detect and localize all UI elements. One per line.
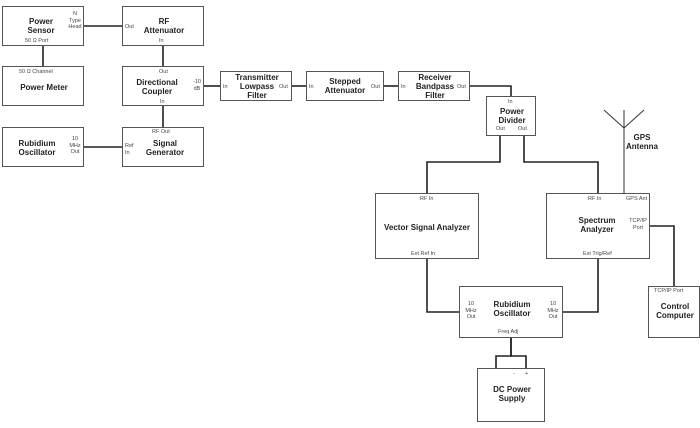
power-divider-out-left-label: Out — [496, 126, 505, 132]
power-meter-channel-label: 50 Ω Channel — [19, 69, 53, 75]
vsa-ext-ref-in-label: Ext Ref In — [411, 251, 436, 257]
power-sensor-port-label: 50 Ω Port — [25, 38, 49, 44]
dc-power-supply-minus-label: - — [513, 371, 515, 377]
directional-coupler-out-label: Out — [159, 69, 168, 75]
spectrum-analyzer-rf-in-label: RF In — [588, 196, 602, 202]
gps-antenna-icon — [603, 109, 645, 194]
power-meter-title: Power Meter — [20, 83, 68, 92]
rx-filter-out-label: Out — [457, 84, 466, 90]
wire-rubidium-to-dc-plus — [510, 338, 527, 368]
tx-filter-out-label: Out — [279, 84, 288, 90]
directional-coupler-in-label: In — [160, 99, 165, 105]
rf-attenuator-out-label: Out — [125, 24, 134, 30]
vector-signal-analyzer-block: RF In Vector Signal Analyzer Ext Ref In — [375, 193, 479, 259]
spectrum-analyzer-gps-ant-label: GPS Ant — [626, 196, 648, 202]
wire-spectrum-to-computer — [650, 225, 675, 286]
power-divider-out-right-label: Out — [518, 126, 527, 132]
stepped-attenuator-out-label: Out — [371, 84, 380, 90]
power-meter-block: 50 Ω Channel Power Meter — [2, 66, 84, 106]
power-divider-in-label: In — [508, 99, 513, 105]
signal-generator-rf-out-label: RF Out — [152, 129, 170, 135]
vsa-rf-in-label: RF In — [420, 196, 434, 202]
rf-attenuator-in-label: In — [159, 38, 164, 44]
rx-filter-in-label: In — [401, 84, 406, 90]
dc-power-supply-plus-label: + — [525, 371, 529, 377]
wire-spectrum-to-rubidium — [563, 259, 599, 313]
wire-vsa-to-rubidium — [426, 259, 459, 313]
spectrum-analyzer-ext-trig-label: Ext Trig/Ref — [583, 251, 612, 257]
tx-filter-in-label: In — [223, 84, 228, 90]
wire-divider-to-spectrum — [523, 136, 599, 193]
wire-rubidium-to-dc-minus — [495, 338, 512, 368]
control-computer-tcpip-label: TCP/IP Port — [654, 288, 684, 294]
rubidium-oscillator-center-freq-adj-label: Freq Adj — [498, 329, 519, 335]
wire-divider-to-vsa — [426, 136, 501, 193]
wire-rx-filter-to-divider — [470, 85, 512, 96]
stepped-attenuator-in-label: In — [309, 84, 314, 90]
vsa-title: Vector Signal Analyzer — [384, 223, 470, 232]
